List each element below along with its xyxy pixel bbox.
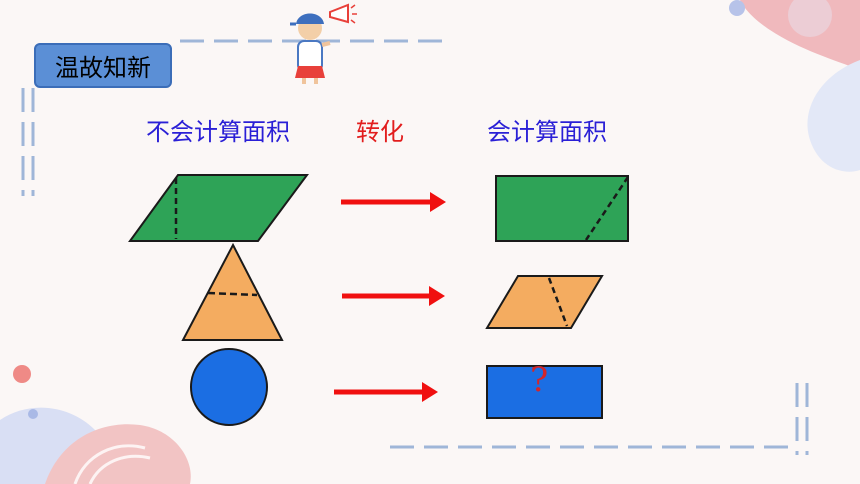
rectangle-cut-dashed (584, 176, 630, 241)
label-can-calculate-area: 会计算面积 (487, 118, 607, 146)
megaphone-body (329, 3, 349, 24)
sound-line-1 (350, 4, 356, 9)
rectangle-green (495, 175, 629, 242)
question-mark: ? (530, 360, 549, 400)
parallelogram-green (128, 174, 309, 242)
cartoon-child-with-megaphone-icon (290, 3, 357, 84)
blob-right-lavender (807, 60, 860, 172)
blob-stripe-1 (73, 444, 146, 484)
label-transform: 转化 (356, 118, 404, 146)
row-triangle (181, 242, 604, 341)
label-cannot-calculate-area: 不会计算面积 (146, 118, 290, 146)
dot-left-coral (13, 365, 31, 383)
triangle-orange (181, 242, 284, 341)
right-arrow-icon (422, 382, 438, 402)
mascot-leg-left (302, 78, 306, 84)
right-arrow-icon (429, 286, 445, 306)
mascot-arm (321, 41, 331, 47)
blob-top-right-light (788, 0, 832, 37)
blob-stripe-2 (88, 454, 151, 484)
mascot-cap (296, 13, 324, 24)
dot-top-right (729, 0, 745, 16)
dot-left-blue (28, 409, 38, 419)
rectangle-blue (486, 365, 603, 419)
triangle-midline-dashed (207, 291, 258, 297)
mascot-skirt (295, 66, 325, 78)
sound-line-3 (350, 19, 356, 24)
row-circle (190, 348, 603, 426)
row-parallelogram (128, 174, 630, 242)
parallelogram-cut-dashed (547, 277, 569, 327)
parallelogram-orange (485, 275, 604, 329)
mascot-leg-right (314, 78, 318, 84)
section-title-badge: 温故知新 (34, 43, 172, 88)
right-arrow-icon (430, 192, 446, 212)
circle-blue (190, 348, 268, 426)
